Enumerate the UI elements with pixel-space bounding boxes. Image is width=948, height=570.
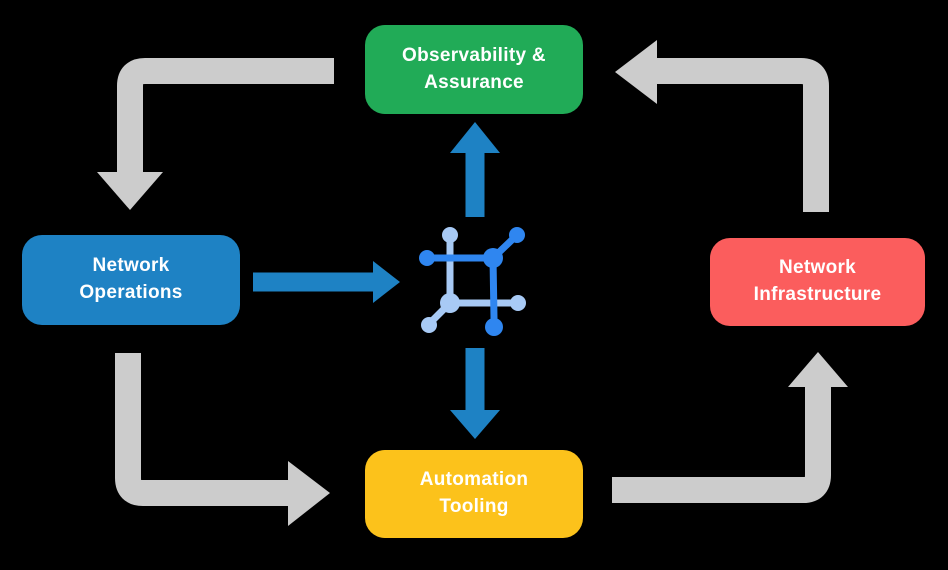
node-label-line: Operations — [79, 282, 183, 303]
cycle-arrow-operations-to-automation — [115, 353, 330, 526]
arrowhead-down — [450, 410, 500, 439]
node-network-infrastructure: Network Infrastructure — [710, 238, 925, 326]
cycle-arrow-automation-to-infrastructure — [612, 352, 848, 503]
hub-icon-primary-parts — [419, 227, 525, 336]
flow-arrow-hub-to-observability — [450, 122, 500, 217]
arrowhead-right — [288, 461, 330, 526]
flow-arrow-operations-to-hub — [253, 261, 400, 303]
node-label-line: Network — [778, 257, 857, 279]
arrowhead-right — [373, 261, 400, 303]
cycle-arrow-infrastructure-to-observability — [615, 40, 829, 212]
arrowhead-left — [615, 40, 657, 104]
node-label-line: Observability & — [402, 44, 546, 66]
node-automation-tooling: Automation Tooling — [365, 450, 583, 538]
node-label-line: Network — [92, 255, 170, 277]
node-label-line: Automation — [419, 469, 529, 491]
arrowhead-down — [97, 172, 163, 210]
hub-icon-secondary-parts — [421, 227, 526, 333]
arrowhead-up — [450, 122, 500, 153]
node-label-line: Infrastructure — [753, 284, 882, 305]
node-label-line: Tooling — [439, 496, 509, 517]
flow-arrow-hub-to-automation — [450, 348, 500, 439]
arrowhead-up — [788, 352, 848, 387]
network-hub-icon — [419, 227, 526, 336]
cycle-arrow-observability-to-operations — [97, 58, 334, 210]
node-label-line: Assurance — [424, 71, 524, 93]
node-observability-assurance: Observability & Assurance — [365, 25, 583, 114]
node-network-operations: Network Operations — [22, 235, 240, 325]
